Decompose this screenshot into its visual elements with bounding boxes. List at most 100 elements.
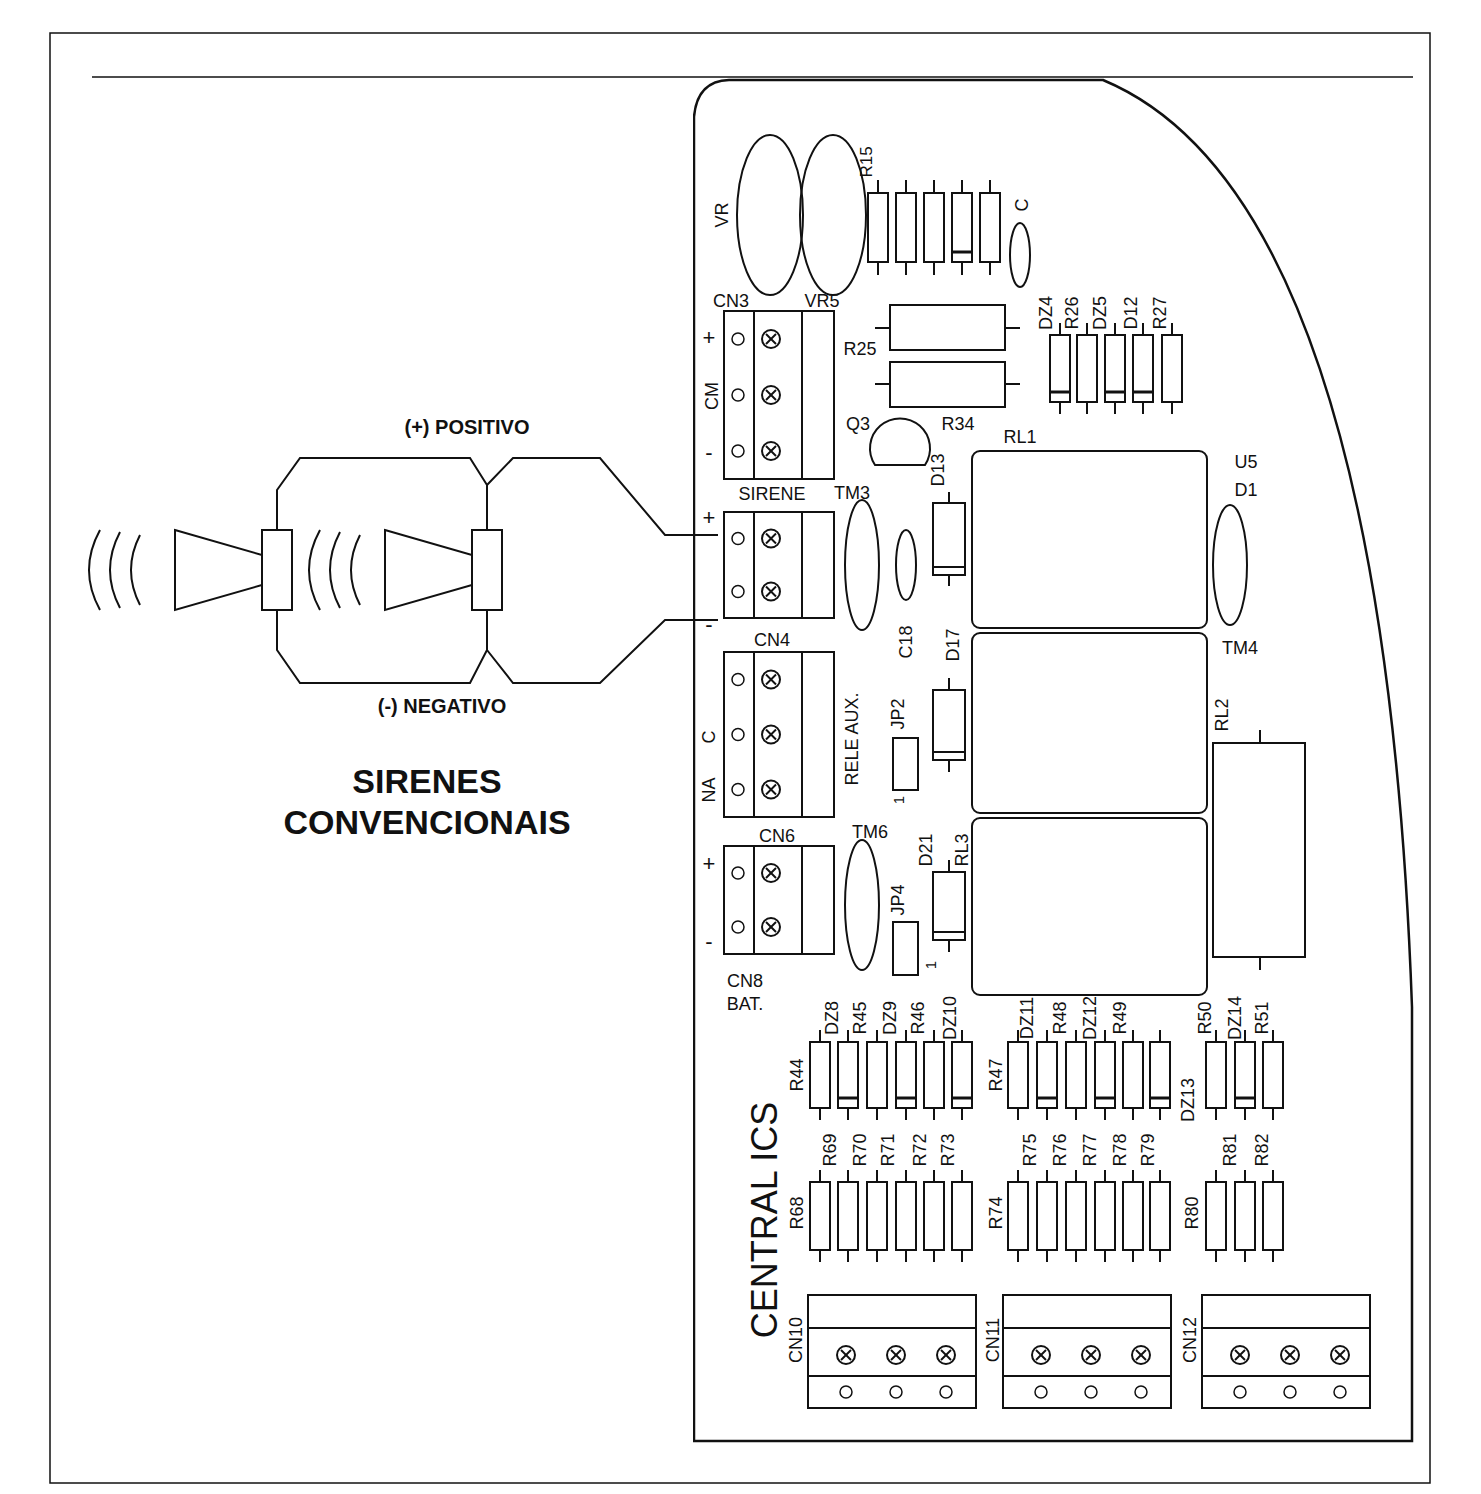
resistor-symbol bbox=[1235, 1170, 1255, 1262]
part-label: R25 bbox=[843, 340, 876, 358]
part-label: R15 bbox=[858, 146, 875, 177]
resistor-symbol bbox=[896, 1170, 916, 1262]
resistor-symbol bbox=[1263, 1030, 1283, 1120]
part-label: R50 bbox=[1196, 1001, 1214, 1034]
circuit-board: CENTRAL ICS bbox=[693, 77, 1414, 1443]
resistor-symbol bbox=[1162, 323, 1182, 414]
part-label: R34 bbox=[941, 415, 974, 433]
caption-text: (+) POSITIVO bbox=[404, 417, 529, 437]
resistor-symbol bbox=[952, 1170, 972, 1262]
part-label: R27 bbox=[1151, 296, 1169, 329]
part-label: R82 bbox=[1253, 1133, 1271, 1166]
part-label: D13 bbox=[929, 453, 947, 486]
part-label: R81 bbox=[1221, 1133, 1239, 1166]
terminal-block bbox=[1202, 1295, 1370, 1408]
part-label: + bbox=[703, 327, 716, 349]
resistor-symbol bbox=[924, 1170, 944, 1262]
resistor-symbol bbox=[924, 1030, 944, 1120]
part-label: C bbox=[1013, 199, 1031, 212]
part-label: R49 bbox=[1111, 1001, 1129, 1034]
part-label: R75 bbox=[1021, 1133, 1039, 1166]
resistor-symbol bbox=[1008, 1030, 1028, 1120]
part-label: RL1 bbox=[1003, 428, 1036, 446]
resistor-symbol bbox=[1133, 323, 1153, 414]
part-label: R48 bbox=[1051, 1001, 1069, 1034]
part-label: R51 bbox=[1253, 1001, 1271, 1034]
part-label: TM6 bbox=[852, 823, 888, 841]
part-label: R78 bbox=[1111, 1133, 1129, 1166]
resistor-symbol bbox=[1150, 1170, 1170, 1262]
part-label: R77 bbox=[1081, 1133, 1099, 1166]
resistor-symbol bbox=[1206, 1030, 1226, 1120]
part-label: BAT. bbox=[727, 995, 764, 1013]
resistor-symbol bbox=[1095, 1030, 1115, 1120]
part-label: R26 bbox=[1063, 296, 1081, 329]
caption-text: SIRENES bbox=[352, 764, 501, 798]
resistor-symbol bbox=[1050, 323, 1070, 414]
terminal-block bbox=[724, 846, 834, 954]
resistor-symbol bbox=[980, 180, 1000, 275]
resistor-symbol bbox=[1123, 1030, 1143, 1120]
part-label: + bbox=[703, 853, 716, 875]
resistor-symbol bbox=[1037, 1170, 1057, 1262]
part-label: SIRENE bbox=[738, 485, 805, 503]
resistor-symbol bbox=[867, 1030, 887, 1120]
resistor-symbol bbox=[1150, 1030, 1170, 1120]
part-label: VR bbox=[713, 202, 731, 227]
part-label: C bbox=[700, 731, 718, 744]
part-label: RL3 bbox=[953, 833, 971, 866]
resistor-symbol bbox=[896, 1030, 916, 1120]
part-label: NA bbox=[700, 777, 718, 802]
part-label: - bbox=[705, 614, 712, 636]
resistor-symbol bbox=[952, 1030, 972, 1120]
resistor-symbol bbox=[924, 180, 944, 275]
caption-text: (-) NEGATIVO bbox=[378, 696, 507, 716]
part-label: R69 bbox=[821, 1133, 839, 1166]
part-label: R44 bbox=[788, 1058, 806, 1091]
part-label: JP2 bbox=[889, 698, 907, 729]
part-label: CN11 bbox=[984, 1318, 1002, 1363]
part-label: - bbox=[705, 931, 712, 953]
part-label: R73 bbox=[939, 1133, 957, 1166]
part-label: DZ4 bbox=[1037, 296, 1055, 330]
resistor-symbol bbox=[952, 180, 972, 275]
part-label: RELE AUX. bbox=[843, 692, 861, 785]
part-label: CN3 bbox=[713, 292, 749, 310]
resistor-symbol bbox=[1095, 1170, 1115, 1262]
part-label: RL2 bbox=[1213, 698, 1231, 731]
part-label: D21 bbox=[917, 833, 935, 866]
part-label: R68 bbox=[788, 1196, 806, 1229]
terminal-block bbox=[808, 1295, 976, 1408]
part-label: CN6 bbox=[759, 827, 795, 845]
part-label: R72 bbox=[911, 1133, 929, 1166]
part-label: R46 bbox=[909, 1001, 927, 1034]
part-label: - bbox=[705, 442, 712, 464]
part-label: DZ13 bbox=[1179, 1078, 1197, 1122]
part-label: DZ12 bbox=[1081, 996, 1099, 1040]
part-label: R70 bbox=[851, 1133, 869, 1166]
part-label: D17 bbox=[944, 628, 962, 661]
resistor-symbol bbox=[1235, 1030, 1255, 1120]
part-label: DZ11 bbox=[1018, 997, 1036, 1040]
part-label: D1 bbox=[1234, 481, 1257, 499]
part-label: CN12 bbox=[1181, 1317, 1199, 1363]
part-label: Q3 bbox=[846, 415, 870, 433]
part-label: R76 bbox=[1051, 1133, 1069, 1166]
resistor-symbol bbox=[1008, 1170, 1028, 1262]
part-label: DZ10 bbox=[941, 996, 959, 1040]
resistor-symbol bbox=[896, 180, 916, 275]
part-label: VR5 bbox=[804, 292, 839, 310]
caption-text: CONVENCIONAIS bbox=[283, 805, 570, 839]
part-label: DZ14 bbox=[1226, 996, 1244, 1040]
resistor-symbol bbox=[810, 1030, 830, 1120]
terminal-block bbox=[724, 652, 834, 817]
part-label: R47 bbox=[987, 1058, 1005, 1091]
part-label: CN10 bbox=[787, 1317, 805, 1363]
resistor-symbol bbox=[1066, 1030, 1086, 1120]
terminal-block bbox=[724, 311, 834, 479]
part-label: CN8 bbox=[727, 972, 763, 990]
part-label: CN4 bbox=[754, 631, 790, 649]
resistor-symbol bbox=[1123, 1170, 1143, 1262]
resistor-symbol bbox=[1037, 1030, 1057, 1120]
